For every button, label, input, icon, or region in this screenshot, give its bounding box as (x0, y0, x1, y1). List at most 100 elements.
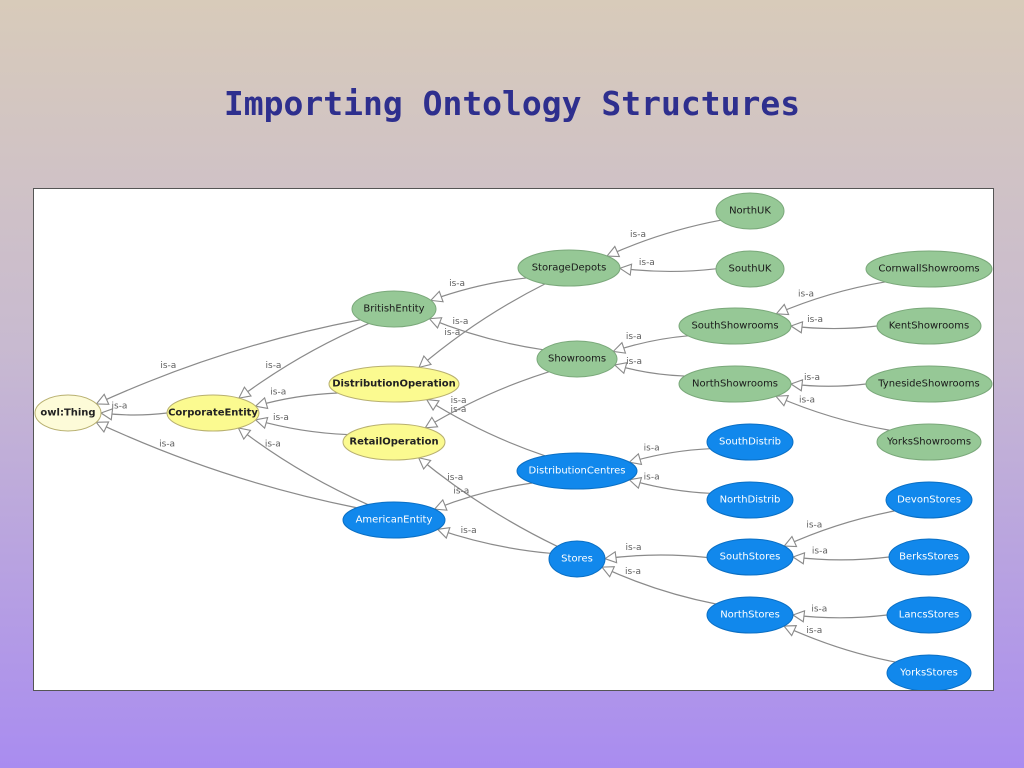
node-label: Showrooms (548, 354, 606, 365)
arrowhead-icon (433, 498, 448, 511)
node-distcentres[interactable]: DistributionCentres (516, 452, 638, 490)
edge-label: is-a (265, 440, 281, 450)
edge-corporate-to-owl_thing: is-a (99, 402, 168, 421)
node-label: AmericanEntity (356, 515, 433, 526)
node-label: KentShowrooms (889, 321, 970, 332)
arrowhead-icon (628, 476, 643, 490)
node-northshow[interactable]: NorthShowrooms (678, 365, 792, 403)
node-southshow[interactable]: SouthShowrooms (678, 307, 792, 345)
node-storagedepots[interactable]: StorageDepots (517, 249, 621, 287)
arrowhead-icon (775, 303, 790, 316)
arrowhead-icon (237, 427, 252, 441)
node-shape (351, 290, 437, 328)
node-label: DistributionCentres (529, 466, 626, 477)
node-southstores[interactable]: SouthStores (706, 538, 794, 576)
node-southdistrib[interactable]: SouthDistrib (706, 423, 794, 461)
node-shape (342, 423, 446, 461)
node-distop[interactable]: DistributionOperation (328, 365, 460, 403)
arrowhead-icon (600, 566, 616, 578)
edge-label: is-a (644, 473, 660, 483)
node-yorksshow[interactable]: YorksShowrooms (876, 423, 982, 461)
arrowhead-icon (605, 245, 621, 258)
edge-retailop-to-corporate: is-a (254, 413, 348, 436)
edge-distcentres-to-american: is-a (433, 482, 533, 511)
edge-label: is-a (450, 405, 466, 415)
edge-label: is-a (626, 357, 642, 367)
node-northstores[interactable]: NorthStores (706, 596, 794, 634)
edge-stores-to-american: is-a (436, 526, 551, 554)
node-devon[interactable]: DevonStores (885, 481, 973, 519)
arrowhead-icon (791, 610, 806, 623)
edge-label: is-a (266, 361, 282, 371)
edge-label: is-a (273, 413, 289, 423)
edge-northuk-to-storagedepots: is-a (605, 219, 721, 258)
edge-label: is-a (449, 279, 465, 289)
node-label: YorksStores (899, 668, 958, 679)
node-label: BerksStores (899, 552, 959, 563)
arrowhead-icon (429, 290, 444, 303)
edge-label: is-a (112, 402, 128, 412)
arrowhead-icon (628, 452, 643, 466)
node-tyneside[interactable]: TynesideShowrooms (865, 365, 993, 403)
node-label: NorthStores (720, 610, 780, 621)
node-label: BritishEntity (363, 304, 424, 315)
edge-storagedepots-to-distop: is-a (418, 283, 546, 369)
node-shape (886, 596, 972, 634)
arrowhead-icon (417, 456, 432, 471)
arrowhead-icon (95, 421, 110, 433)
node-british[interactable]: BritishEntity (351, 290, 437, 328)
node-shape (885, 481, 973, 519)
arrowhead-icon (774, 395, 790, 407)
arrowhead-icon (613, 361, 628, 375)
node-shape (342, 501, 446, 539)
edge-label: is-a (806, 521, 822, 531)
node-shape (715, 192, 785, 230)
edge-label: is-a (626, 543, 642, 553)
node-label: SouthDistrib (719, 437, 781, 448)
node-stores[interactable]: Stores (548, 540, 606, 578)
node-northuk[interactable]: NorthUK (715, 192, 785, 230)
arrowhead-icon (254, 396, 269, 410)
node-northdistrib[interactable]: NorthDistrib (706, 481, 794, 519)
edge-label: is-a (639, 258, 655, 268)
edge-showrooms-to-retailop: is-a (424, 371, 550, 429)
edge-northdistrib-to-distcentres: is-a (628, 473, 711, 494)
edge-southshow-to-showrooms: is-a (612, 332, 689, 354)
node-showrooms[interactable]: Showrooms (536, 340, 618, 378)
edge-american-to-corporate: is-a (237, 427, 369, 506)
node-berks[interactable]: BerksStores (888, 538, 970, 576)
node-label: YorksShowrooms (886, 437, 971, 448)
node-retailop[interactable]: RetailOperation (342, 423, 446, 461)
edges-layer: is-ais-ais-ais-ais-ais-ais-ais-ais-ais-a… (95, 219, 896, 663)
node-shape (678, 365, 792, 403)
edge-british-to-corporate: is-a (237, 322, 370, 399)
arrowhead-icon (789, 379, 804, 392)
node-yorksstores[interactable]: YorksStores (886, 654, 972, 690)
arrowhead-icon (436, 526, 451, 540)
edge-kent-to-southshow: is-a (789, 315, 878, 334)
node-shape (706, 481, 794, 519)
node-cornwall[interactable]: CornwallShowrooms (865, 250, 993, 288)
node-label: SouthStores (720, 552, 781, 563)
node-corporate[interactable]: CorporateEntity (166, 394, 260, 432)
node-shape (706, 538, 794, 576)
node-southuk[interactable]: SouthUK (715, 250, 785, 288)
node-lancs[interactable]: LancsStores (886, 596, 972, 634)
node-shape (865, 365, 993, 403)
arrowhead-icon (428, 317, 443, 329)
slide-title: Importing Ontology Structures (223, 84, 801, 123)
edge-label: is-a (453, 486, 469, 496)
node-shape (876, 307, 982, 345)
node-shape (516, 452, 638, 490)
node-label: owl:Thing (40, 408, 95, 419)
node-kent[interactable]: KentShowrooms (876, 307, 982, 345)
edge-label: is-a (644, 443, 660, 453)
node-owl_thing[interactable]: owl:Thing (34, 394, 102, 432)
node-american[interactable]: AmericanEntity (342, 501, 446, 539)
edge-label: is-a (812, 546, 828, 556)
edge-showrooms-to-british: is-a (428, 317, 543, 351)
edge-label: is-a (811, 604, 827, 614)
node-shape (548, 540, 606, 578)
edge-label: is-a (452, 317, 468, 327)
